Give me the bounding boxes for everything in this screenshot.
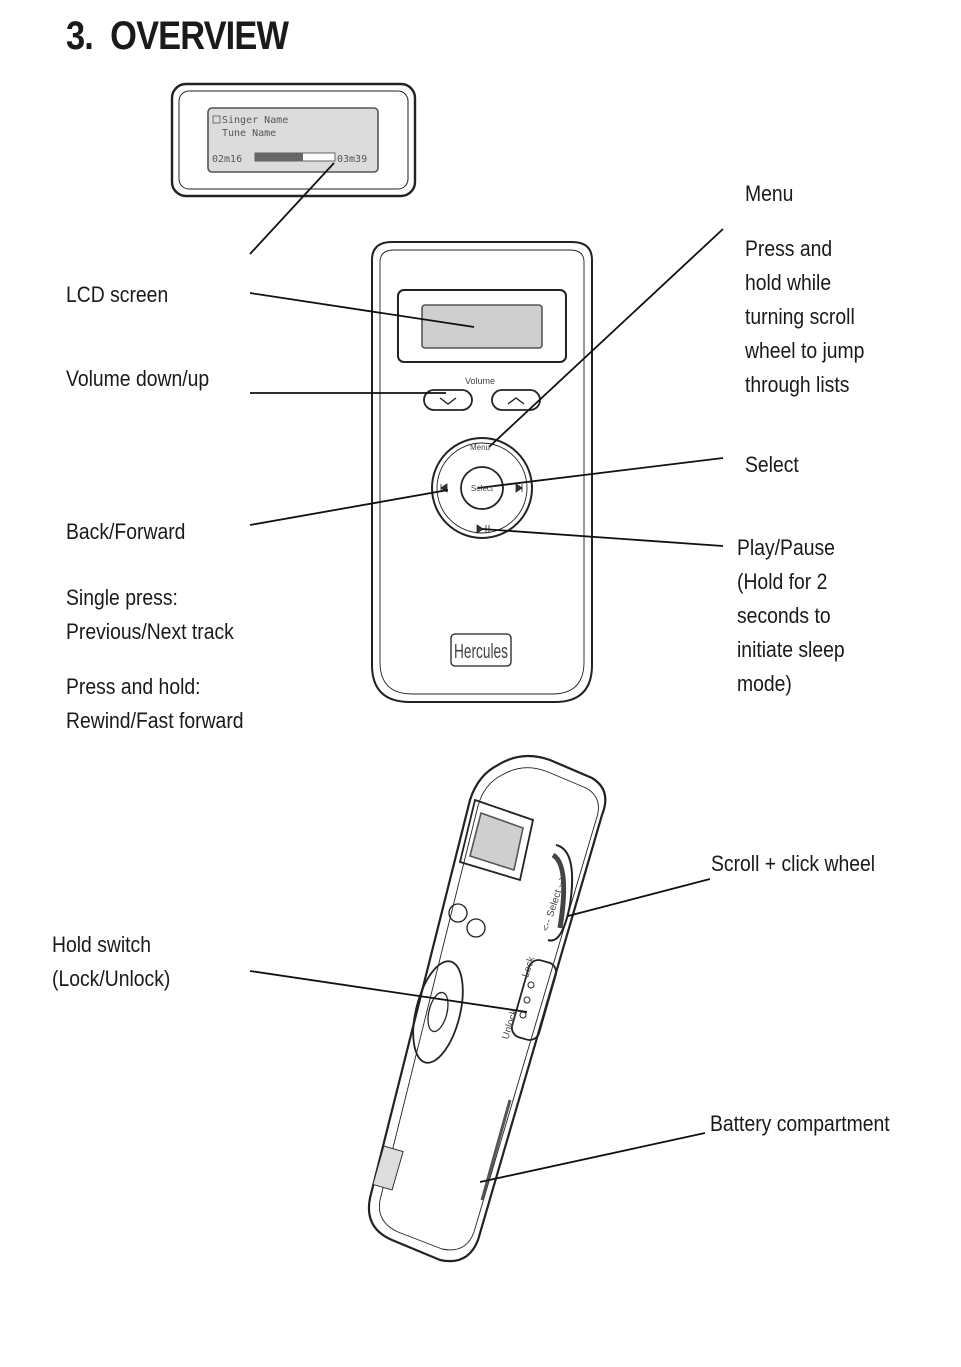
lcd-line-1: Singer Name (222, 115, 288, 126)
label-menu-desc-4: wheel to jump (745, 338, 865, 363)
player-side-view (367, 754, 607, 1263)
label-single-press-title: Single press: (66, 585, 178, 610)
select-key-label: Select (471, 484, 494, 493)
volume-down-key (423, 389, 473, 411)
click-wheel (431, 437, 533, 539)
label-hold-switch-title: Hold switch (52, 932, 151, 957)
leader-lines (249, 162, 724, 1183)
label-play-pause-3: seconds to (737, 603, 831, 628)
select-key (460, 466, 504, 510)
lcd-progress-fill (255, 153, 303, 161)
label-press-hold-title: Press and hold: (66, 674, 201, 699)
label-menu-desc-3: turning scroll (745, 304, 855, 329)
hold-switch-body (510, 959, 558, 1041)
section-title: OVERVIEW (110, 14, 289, 58)
player-front-view (371, 241, 593, 703)
label-back-forward: Back/Forward (66, 519, 186, 544)
label-menu-desc-2: hold while (745, 270, 832, 295)
label-volume: Volume down/up (66, 366, 210, 391)
label-play-pause-1: Play/Pause (737, 535, 835, 560)
label-press-hold-desc: Rewind/Fast forward (66, 708, 244, 733)
label-play-pause-4: initiate sleep (737, 637, 845, 662)
lcd-closeup (170, 82, 417, 198)
section-number: 3. (66, 14, 94, 58)
menu-key-label: Menu (470, 443, 490, 452)
volume-label: Volume (465, 376, 495, 386)
label-menu: Menu (745, 181, 794, 206)
lcd-elapsed: 02m16 (212, 154, 242, 165)
label-select: Select (745, 452, 799, 477)
label-scroll-wheel: Scroll + click wheel (711, 851, 876, 876)
label-hold-switch-desc: (Lock/Unlock) (52, 966, 171, 991)
label-play-pause-5: mode) (737, 671, 792, 696)
brand-badge (450, 633, 512, 667)
label-battery: Battery compartment (710, 1111, 890, 1136)
label-single-press-desc: Previous/Next track (66, 619, 234, 644)
lcd-total: 03m39 (337, 154, 367, 165)
lock-label: Lock (520, 954, 537, 978)
label-menu-desc-5: through lists (745, 372, 850, 397)
section-heading: 3. OVERVIEW (66, 14, 289, 59)
label-lcd-screen: LCD screen (66, 282, 169, 307)
brand-logo: Hercules (454, 641, 508, 663)
lcd-line-2: Tune Name (222, 128, 276, 139)
label-menu-desc-1: Press and (745, 236, 833, 261)
label-play-pause-2: (Hold for 2 (737, 569, 828, 594)
